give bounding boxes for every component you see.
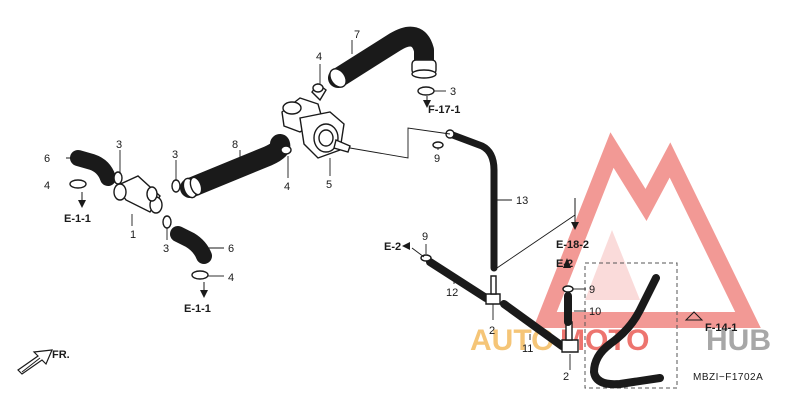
callout-3-a: 3	[116, 139, 122, 151]
callout-5: 5	[326, 179, 332, 191]
ref-f-17-1: F-17-1	[428, 104, 460, 116]
watermark-text-hub: HUB	[706, 324, 771, 357]
ref-e-1-1-lower: E-1-1	[184, 303, 211, 315]
callout-13: 13	[516, 195, 528, 207]
callout-9-right: 9	[589, 284, 595, 296]
callout-9-mid: 9	[422, 231, 428, 243]
inset-box	[584, 262, 678, 389]
callout-3-d: 3	[450, 86, 456, 98]
callout-4-mid: 4	[284, 181, 290, 193]
callout-6-upper: 6	[44, 153, 50, 165]
front-label: FR.	[52, 349, 70, 361]
callout-9-top: 9	[434, 153, 440, 165]
ref-e-18-2: E-18-2	[556, 239, 589, 251]
callout-3-c: 3	[163, 243, 169, 255]
ref-e-2-left: E-2	[384, 241, 401, 253]
callout-1: 1	[130, 229, 136, 241]
drawing-code: MBZI−F1702A	[693, 372, 763, 383]
ref-arrows	[78, 96, 704, 321]
tee-2-left	[485, 275, 501, 305]
ref-f-14-1: F-14-1	[705, 322, 737, 334]
callout-12: 12	[446, 287, 458, 299]
callout-6-lower: 6	[228, 243, 234, 255]
hose-12	[426, 258, 490, 302]
valve-5	[281, 83, 351, 159]
callout-4-lower: 4	[228, 272, 234, 284]
hose-11	[500, 300, 566, 350]
leader-lines	[66, 40, 586, 370]
callout-7: 7	[354, 29, 360, 41]
hose-6-upper	[70, 150, 116, 186]
watermark-logo	[533, 132, 761, 328]
callout-2-left: 2	[489, 325, 495, 337]
ref-e-1-1-left: E-1-1	[64, 213, 91, 225]
hose-7	[328, 26, 437, 88]
hose-8	[180, 134, 291, 199]
callout-4-left: 4	[44, 180, 50, 192]
ref-e-2-right: E-2	[556, 258, 573, 270]
callout-8: 8	[232, 139, 238, 151]
front-arrow-icon	[17, 349, 53, 375]
callout-10: 10	[589, 306, 601, 318]
callout-2-right: 2	[563, 371, 569, 383]
clamps	[69, 83, 435, 280]
callout-4-top: 4	[316, 51, 322, 63]
callout-3-b: 3	[172, 149, 178, 161]
hose-6-lower	[170, 226, 212, 264]
hose-13	[445, 129, 498, 272]
callout-11: 11	[522, 343, 533, 355]
